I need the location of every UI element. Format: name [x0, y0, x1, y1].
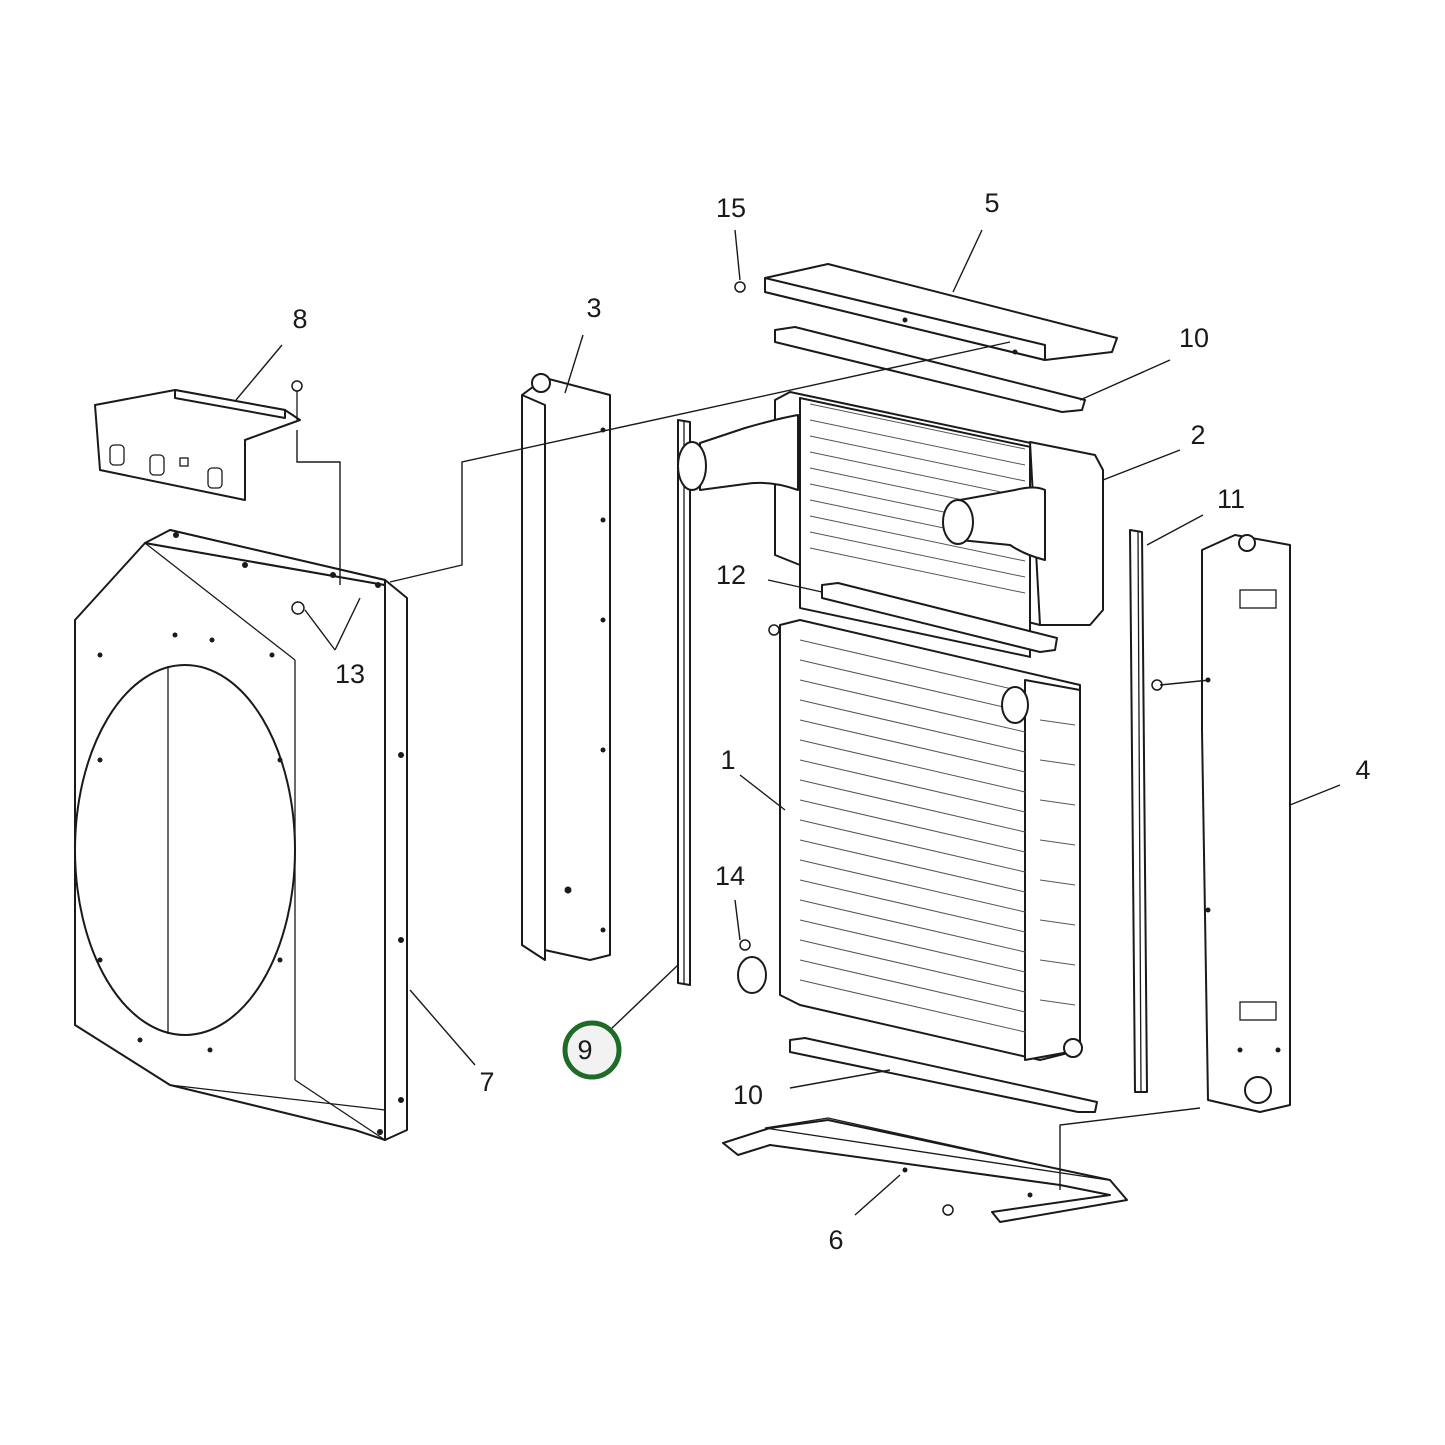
fan-shroud-part-7	[74, 529, 408, 1141]
callout-6: 6	[828, 1225, 843, 1255]
radiator-fins	[799, 639, 1026, 1033]
callout-14: 14	[715, 861, 745, 891]
callout-4: 4	[1355, 755, 1370, 785]
seal-strip-part-9	[677, 419, 691, 986]
leader-lines	[235, 229, 1341, 1216]
strip-part-10-bottom	[789, 1037, 1098, 1113]
callout-9-highlight-ring	[562, 1020, 622, 1080]
callout-13: 13	[335, 659, 365, 689]
fan-opening	[74, 664, 296, 1036]
bracket-part-8	[94, 380, 303, 501]
callout-15: 15	[716, 193, 746, 223]
strip-part-10-top	[774, 326, 1086, 413]
top-cover-part-5	[734, 263, 1118, 361]
callout-1: 1	[720, 745, 735, 775]
callout-10-top: 10	[1179, 323, 1209, 353]
callout-5: 5	[984, 188, 999, 218]
side-panel-part-3	[521, 373, 611, 961]
callout-11: 11	[1217, 484, 1245, 514]
seal-strip-part-11	[1129, 529, 1148, 1093]
radiator-part-1	[737, 619, 1083, 1061]
callout-8: 8	[292, 304, 307, 334]
bottom-bracket-part-6	[722, 1117, 1128, 1223]
charge-air-cooler-part-2	[677, 391, 1104, 658]
cooler-fins	[809, 403, 1026, 594]
callout-2: 2	[1190, 420, 1205, 450]
radiator-tank-ribs	[1039, 719, 1076, 1006]
callout-12: 12	[716, 560, 746, 590]
callout-7: 7	[479, 1067, 494, 1097]
strip-part-12	[821, 582, 1058, 653]
side-panel-part-4	[1151, 534, 1291, 1113]
callout-labels: 1 2 3 4 5 6 7 8 9 10 10 11 12 13 14 15	[292, 188, 1370, 1255]
callout-9: 9	[577, 1035, 592, 1065]
callout-10-bottom: 10	[733, 1080, 763, 1110]
callout-3: 3	[586, 293, 601, 323]
